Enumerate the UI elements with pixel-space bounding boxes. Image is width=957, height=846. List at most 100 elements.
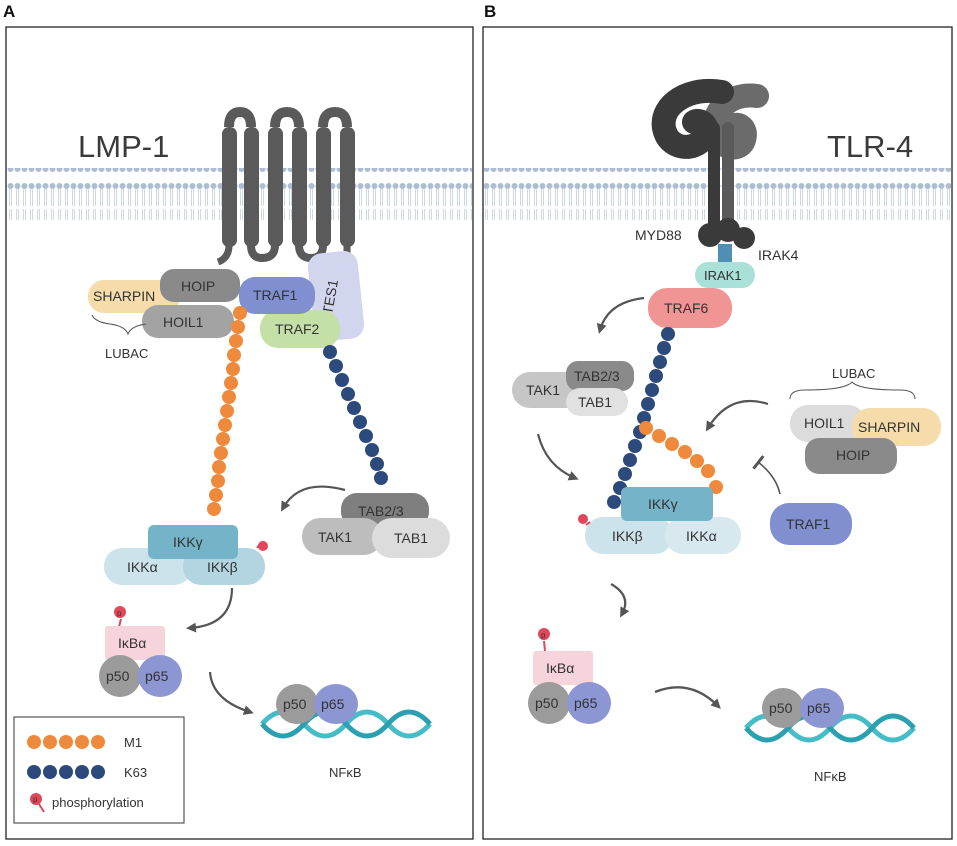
phospho-ikba-a: p xyxy=(114,606,126,628)
arrow-traf6-to-tak1 xyxy=(596,296,645,334)
ikka-b-shape xyxy=(665,517,741,554)
sharpin-a-shape xyxy=(88,280,180,313)
m1-chain-a xyxy=(207,306,247,516)
m1-chain-b xyxy=(639,421,723,494)
traf1-b-label: TRAF1 xyxy=(786,516,831,532)
tab23-b-shape xyxy=(566,361,634,391)
ikkg-a-shape xyxy=(148,525,238,559)
p50-b-shape xyxy=(528,682,570,724)
arrow-to-dna-b xyxy=(654,686,721,709)
sharpin-b-label: SHARPIN xyxy=(858,419,920,435)
p65-dna-b-label: p65 xyxy=(807,700,831,716)
arrow-ikk-to-ikba-b xyxy=(610,583,630,618)
p65-dna-b-shape xyxy=(800,688,844,728)
traf2-a-label: TRAF2 xyxy=(275,321,320,337)
arrow-lubac-to-ikk-b xyxy=(705,399,769,432)
sharpin-b-shape xyxy=(852,408,941,446)
irak4-shape xyxy=(718,244,732,266)
legend-phospho-label: phosphorylation xyxy=(52,795,144,810)
ikkb-b-shape xyxy=(585,517,673,554)
ikkb-a-label: IKKβ xyxy=(207,559,238,575)
phospho-ikkb-a xyxy=(256,541,268,551)
ikkg-a-label: IKKγ xyxy=(173,534,203,550)
legend-k63-label: K63 xyxy=(124,765,147,780)
legend-phospho-symbol: p xyxy=(33,795,38,804)
lubac-b-label: LUBAC xyxy=(832,366,875,381)
lmp1-receptor xyxy=(216,106,355,266)
lubac-b-brace xyxy=(789,381,916,400)
traf1-a-label: TRAF1 xyxy=(253,287,298,303)
tab1-a-label: TAB1 xyxy=(394,530,428,546)
panel-a: A LMP-1 SHARPIN HOIP HOIL1 LUB xyxy=(3,2,474,840)
sharpin-a-label: SHARPIN xyxy=(93,288,155,304)
tes1-label: TES1 xyxy=(319,278,341,315)
p65-a-label: p65 xyxy=(145,668,169,684)
phospho-ikba-a-symbol: p xyxy=(117,609,122,618)
p65-dna-a-shape xyxy=(314,684,358,724)
ikkg-b-label: IKKγ xyxy=(648,496,678,512)
p50-dna-b-label: p50 xyxy=(769,700,793,716)
panel-b: B TLR-4 MYD88 IRAK4 IRAK1 TRAF6 TAK1 TAB… xyxy=(482,2,953,840)
k63-chain-a xyxy=(323,345,388,485)
legend-k63-swatch xyxy=(27,765,105,779)
panel-b-letter: B xyxy=(484,2,496,21)
lubac-a-label: LUBAC xyxy=(105,346,148,361)
ikka-a-label: IKKα xyxy=(127,559,158,575)
hoil1-a-shape xyxy=(142,305,234,338)
p50-dna-a-shape xyxy=(276,684,318,724)
inhibition-traf1-lubac xyxy=(752,455,781,495)
tab1-b-shape xyxy=(566,388,628,416)
p50-dna-a-label: p50 xyxy=(283,696,307,712)
tak1-a-shape xyxy=(302,518,382,555)
legend-phospho-swatch: p xyxy=(30,793,45,813)
lubac-a-brace xyxy=(91,314,147,336)
traf2-a-shape xyxy=(260,310,340,348)
p65-b-shape xyxy=(567,682,611,724)
panel-a-frame xyxy=(5,26,474,840)
p50-a-shape xyxy=(99,655,141,697)
hoil1-b-shape xyxy=(790,405,866,442)
arrow-ikk-to-ikba-a xyxy=(186,587,234,633)
legend-m1-swatch xyxy=(27,735,105,749)
irak1-label: IRAK1 xyxy=(704,268,742,283)
nfkb-a-label: NFκB xyxy=(329,765,362,780)
hoip-a-label: HOIP xyxy=(181,278,215,294)
tab23-a-label: TAB2/3 xyxy=(358,503,404,519)
p65-dna-a-label: p65 xyxy=(321,696,345,712)
p65-b-label: p65 xyxy=(574,695,598,711)
arrow-tak1-to-ikk-b xyxy=(536,433,579,481)
traf1-a-shape xyxy=(239,277,315,314)
tak1-a-label: TAK1 xyxy=(318,529,352,545)
hoil1-a-label: HOIL1 xyxy=(163,314,204,330)
ikkb-b-label: IKKβ xyxy=(612,528,643,544)
tab1-b-label: TAB1 xyxy=(578,394,612,410)
tlr4-receptor xyxy=(651,78,769,249)
ikka-b-label: IKKα xyxy=(686,528,717,544)
panel-b-receptor-label: TLR-4 xyxy=(827,129,913,164)
panel-a-receptor-label: LMP-1 xyxy=(78,129,169,164)
irak4-label: IRAK4 xyxy=(758,247,799,263)
p65-a-shape xyxy=(138,655,182,697)
myd88-label: MYD88 xyxy=(635,227,682,243)
phospho-ikkb-b xyxy=(578,514,591,526)
traf1-b-shape xyxy=(770,503,852,545)
p50-a-label: p50 xyxy=(106,668,130,684)
hoip-a-shape xyxy=(160,269,240,302)
irak1-shape xyxy=(695,262,755,288)
nfkb-b-label: NFκB xyxy=(814,769,847,784)
traf6-label: TRAF6 xyxy=(664,300,709,316)
ikba-a-label: IκBα xyxy=(118,635,146,651)
phospho-ikba-b-symbol: p xyxy=(541,631,546,640)
p50-dna-b-shape xyxy=(762,688,804,728)
p50-b-label: p50 xyxy=(535,695,559,711)
tak1-b-label: TAK1 xyxy=(526,382,560,398)
ikba-a-shape xyxy=(105,626,165,660)
traf6-shape xyxy=(648,288,732,328)
ikba-b-label: IκBα xyxy=(546,660,574,676)
tab23-b-label: TAB2/3 xyxy=(574,368,620,384)
tab1-a-shape xyxy=(372,518,450,558)
ikba-b-shape xyxy=(533,651,593,685)
k63-chain-b xyxy=(607,327,675,509)
arrow-to-dna-a xyxy=(208,671,254,715)
